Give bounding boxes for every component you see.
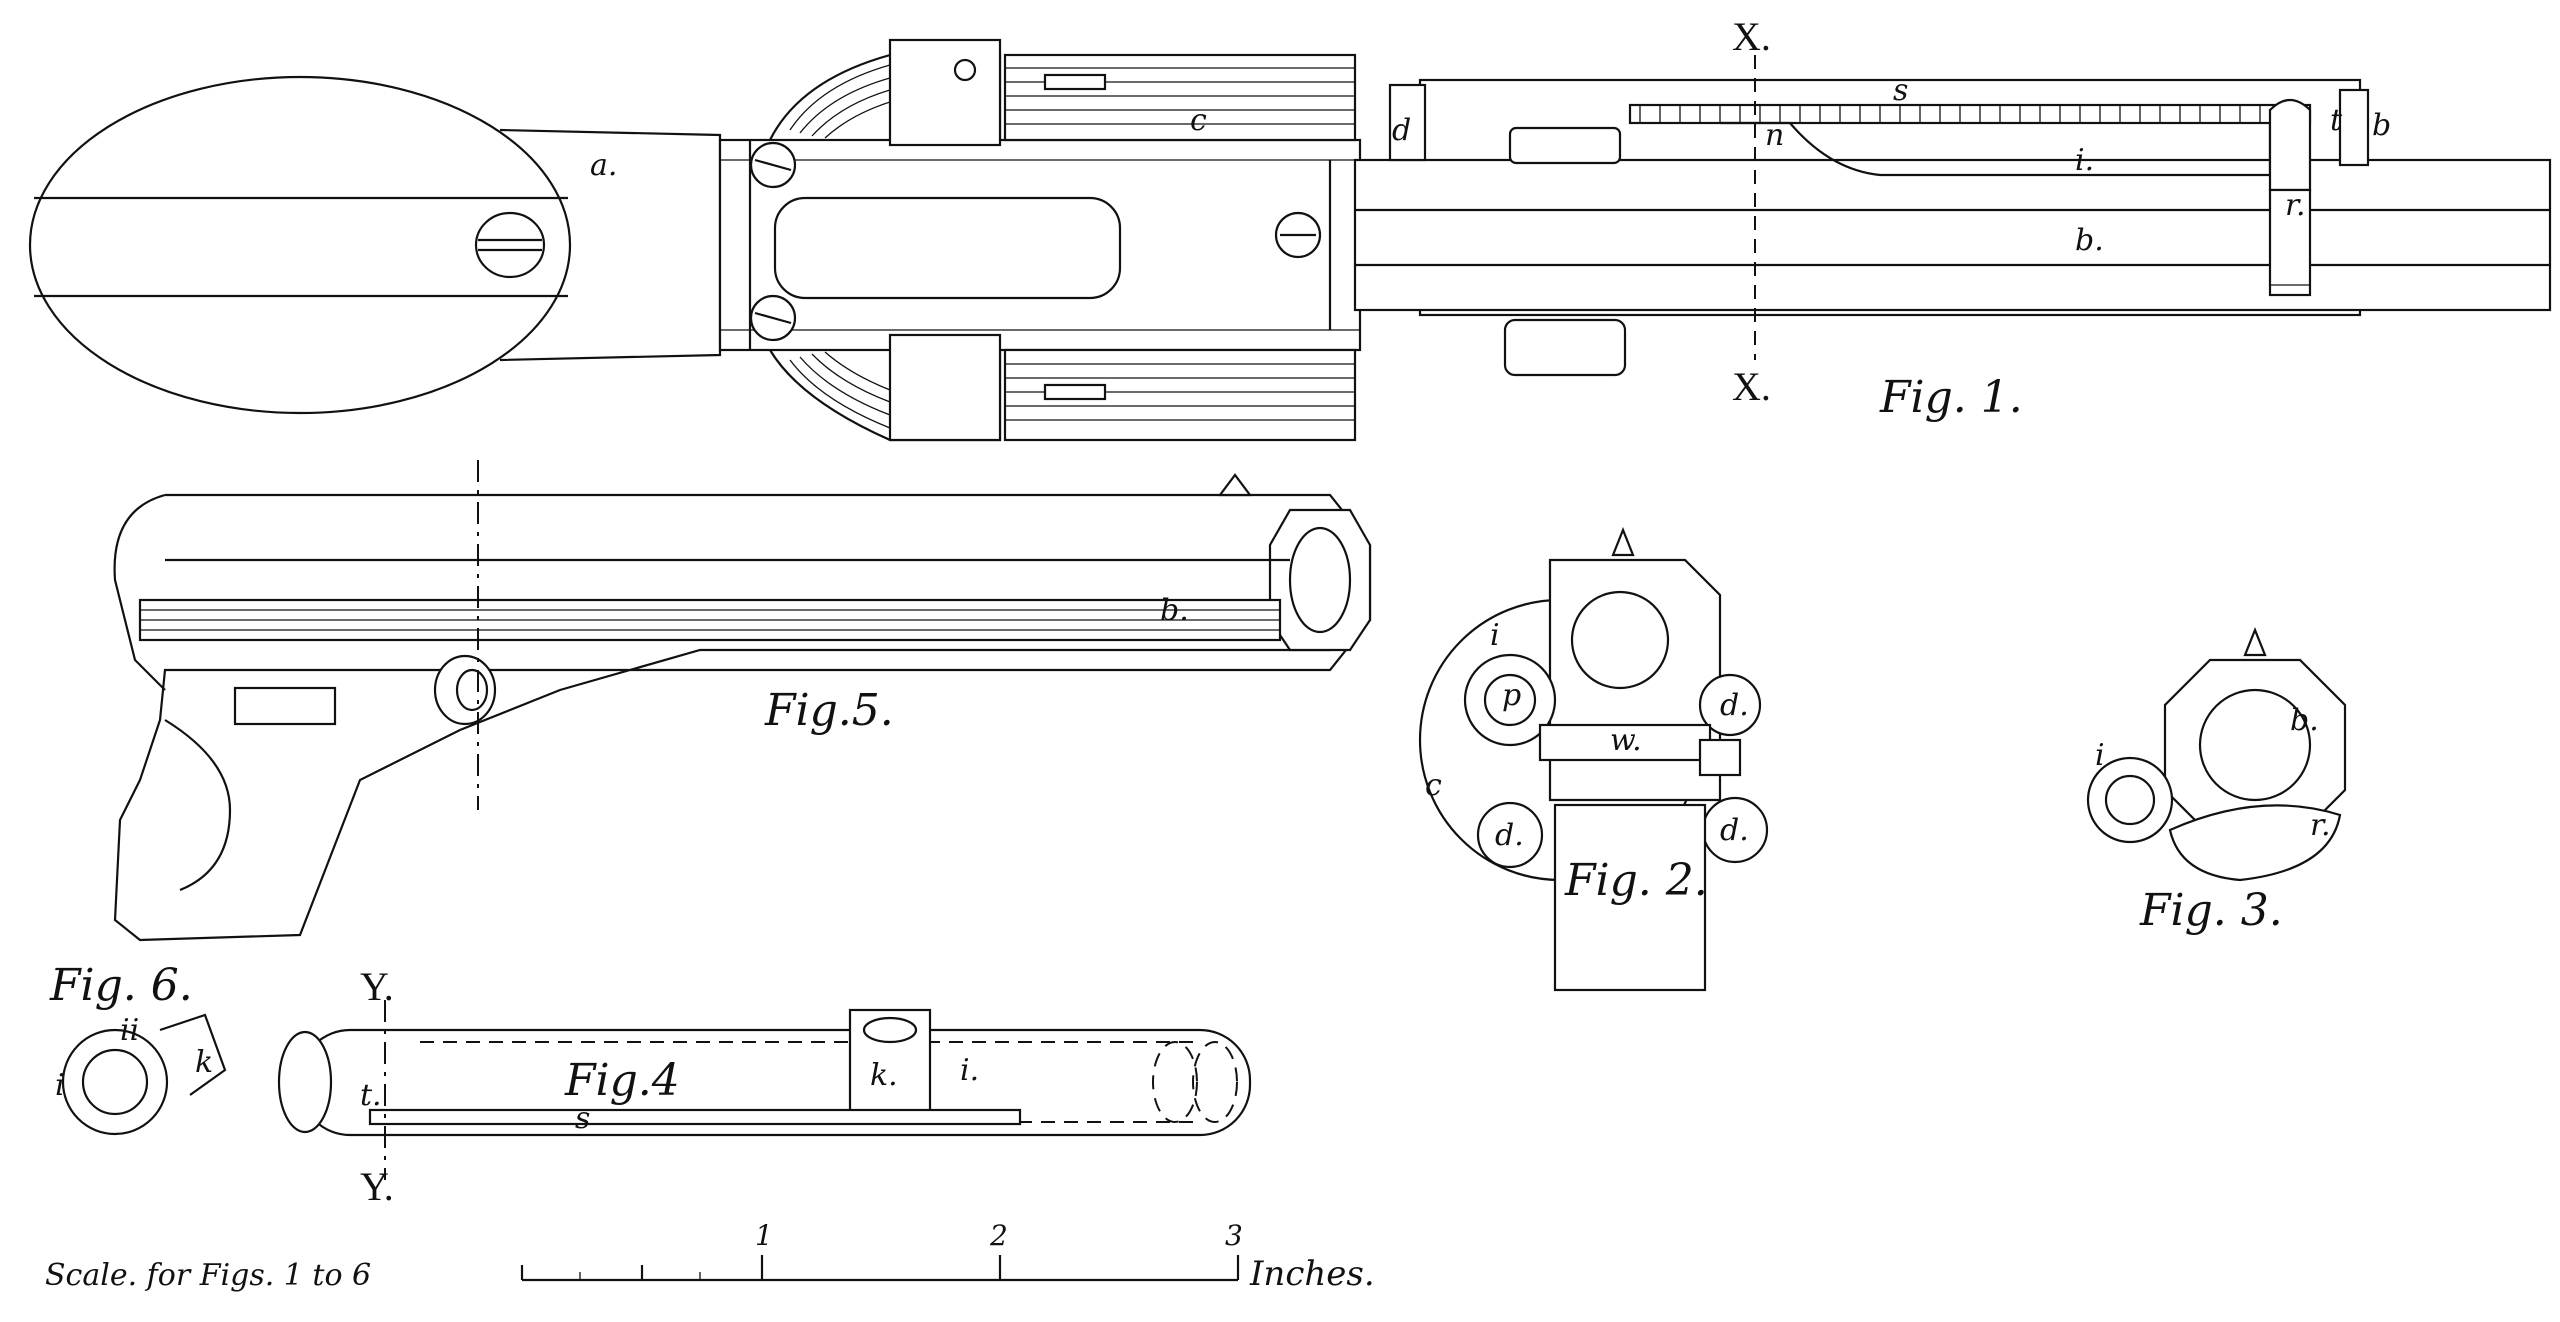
- cylinder: [769, 38, 1357, 442]
- part-t-label: t: [2330, 103, 2343, 138]
- part-d-fig2c-label: d.: [1720, 813, 1749, 848]
- figure-2-cross-section: [1418, 527, 1769, 992]
- fig4-label: Fig.4: [564, 1055, 680, 1106]
- front-sight-fig3: [2243, 627, 2267, 657]
- rammer-rod-fig5: [138, 598, 1282, 642]
- part-c2-label: c: [1425, 768, 1442, 803]
- rammer-pivot-screw-icon: [433, 654, 497, 726]
- part-d-fig2b-label: d.: [1495, 818, 1524, 853]
- figure-4-rammer-tube: [277, 1000, 1252, 1180]
- loading-lever-knob: [1503, 126, 1627, 377]
- tube-ring: [61, 1028, 169, 1136]
- grip-curve: [164, 719, 232, 892]
- rammer-cylinder-section: [1463, 653, 1557, 747]
- part-d-fig2a-label: d.: [1720, 688, 1749, 723]
- fig1-label: Fig. 1.: [1879, 372, 2023, 423]
- part-t-fig4-label: t.: [360, 1078, 382, 1113]
- figure-5-side-view: [113, 460, 1372, 942]
- frame-screw-icon: [749, 141, 1322, 342]
- trigger-guard-block: [233, 686, 337, 726]
- part-b-label: b.: [2075, 223, 2104, 258]
- part-k-fig6-label: k: [195, 1045, 213, 1080]
- rack-s: [368, 1108, 1022, 1126]
- hammer-outline: [113, 493, 166, 691]
- lever-section-r: [2168, 804, 2342, 882]
- part-b-fig3-label: b.: [2290, 703, 2319, 738]
- part-b-fig5-label: b.: [1160, 593, 1189, 628]
- bore-fig3: [2198, 688, 2312, 802]
- scale-tick-1: 1: [755, 1219, 773, 1252]
- scale-bar: [520, 1255, 1240, 1282]
- fig5-label: Fig.5.: [764, 685, 894, 736]
- scale-unit: Inches.: [1249, 1254, 1375, 1294]
- screw-w: [1538, 723, 1712, 762]
- grip-ellipse: [28, 75, 572, 415]
- part-a-label: a.: [590, 148, 617, 183]
- lug-k-fig6: [159, 1013, 227, 1096]
- part-r-label: r.: [2285, 188, 2306, 223]
- part-k-label: k.: [870, 1058, 898, 1093]
- part-s-label: s: [1893, 73, 1908, 108]
- fig2-label: Fig. 2.: [1564, 855, 1708, 906]
- part-ii-label: ii: [120, 1013, 139, 1048]
- rammer-rack: [1628, 98, 2312, 297]
- fig6-label: Fig. 6.: [49, 960, 193, 1011]
- part-c-label: c: [1190, 103, 1207, 138]
- part-i-label: i.: [2075, 143, 2094, 178]
- part-d-label: d: [1392, 113, 1411, 148]
- section-x-top-label: X.: [1732, 14, 1771, 59]
- figure-3-end-view: [2086, 627, 2347, 882]
- section-x-bottom-label: X.: [1732, 364, 1771, 409]
- part-i-fig2-label: i: [1490, 618, 1500, 653]
- part-p-label: p: [1502, 678, 1521, 713]
- part-n-label: n: [1765, 118, 1784, 153]
- chamber-upper: [1698, 673, 1762, 737]
- fig3-label: Fig. 3.: [2139, 885, 2283, 936]
- part-b2-label: b: [2372, 108, 2391, 143]
- figure-1-top-view: [28, 38, 2552, 442]
- front-sight: [1611, 527, 1635, 557]
- grip-screw-icon: [474, 211, 546, 279]
- grip-section: [1553, 803, 1707, 992]
- scale-tick-3: 3: [1225, 1219, 1243, 1252]
- part-w-label: w.: [1610, 723, 1642, 758]
- section-y-bottom-label: Y.: [360, 1164, 394, 1209]
- section-y-top-label: Y.: [360, 964, 394, 1009]
- part-r-fig3-label: r.: [2310, 808, 2331, 843]
- chamber-left: [1476, 801, 1544, 869]
- scale-caption: Scale. for Figs. 1 to 6: [45, 1258, 371, 1293]
- frame-body: [718, 138, 1362, 352]
- barrel-muzzle: [1217, 473, 1372, 652]
- scale-tick-2: 2: [989, 1219, 1008, 1252]
- part-s-fig4-label: s: [575, 1101, 590, 1136]
- figure-6: [61, 1013, 227, 1136]
- part-i-fig3-label: i: [2095, 738, 2105, 773]
- rammer-tube-fig3: [2086, 756, 2174, 844]
- part-i-fig6-label: i: [55, 1068, 65, 1103]
- part-i-fig4-label: i.: [960, 1053, 979, 1088]
- barrel-bore: [1570, 590, 1670, 690]
